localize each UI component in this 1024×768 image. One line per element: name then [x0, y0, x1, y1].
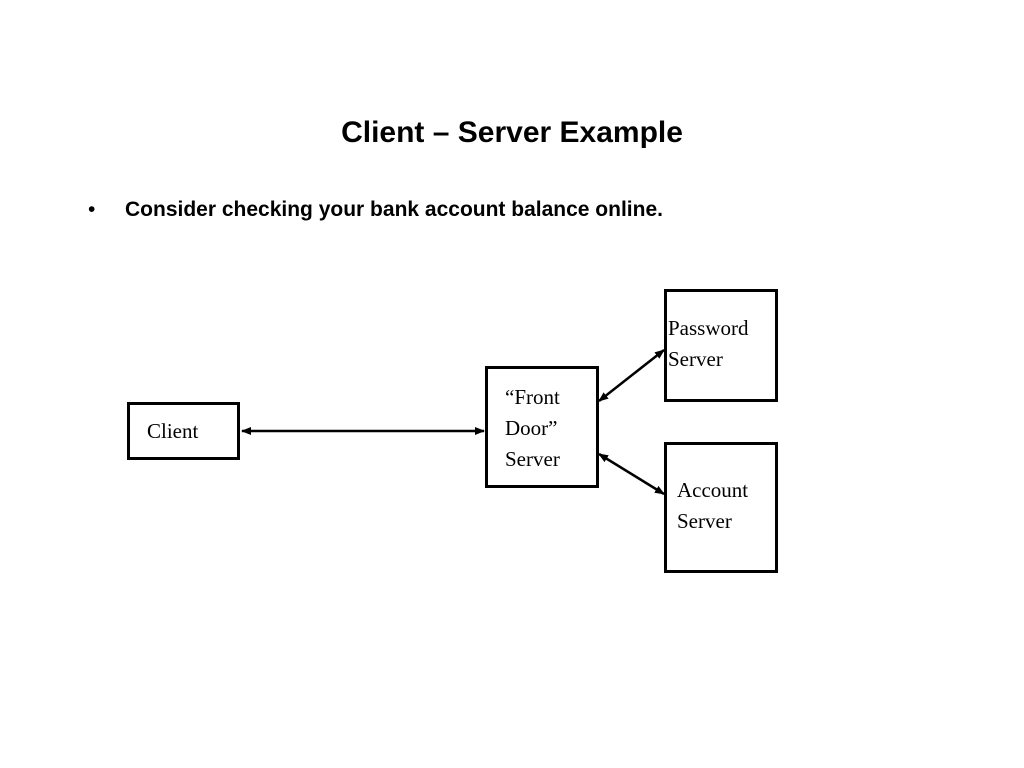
account-server-label: Account Server — [677, 475, 748, 537]
account-server-node — [664, 442, 778, 573]
slide-title: Client – Server Example — [341, 116, 683, 149]
edge-frontdoor-account — [598, 452, 665, 496]
edge-frontdoor-password — [598, 349, 665, 402]
password-server-label: Password Server — [668, 313, 749, 375]
password-label-line-1: Password — [668, 316, 749, 340]
password-server-node — [664, 289, 778, 402]
bullet-text: Consider checking your bank account bala… — [125, 198, 663, 221]
account-label-line-2: Server — [677, 509, 732, 533]
client-node-label: Client — [147, 416, 198, 447]
client-node — [127, 402, 240, 460]
front-door-label-line-1: “Front — [505, 385, 560, 409]
front-door-label-line-2: Door” — [505, 416, 558, 440]
bullet-marker: • — [88, 198, 96, 221]
client-label-line: Client — [147, 419, 199, 443]
account-label-line-1: Account — [677, 478, 749, 502]
bullet-item: • Consider checking your bank account bal… — [88, 196, 663, 224]
password-label-line-2: Server — [668, 347, 723, 371]
front-door-server-node — [485, 366, 599, 488]
front-door-server-label: “Front Door” Server — [505, 382, 560, 475]
front-door-label-line-3: Server — [505, 447, 560, 471]
